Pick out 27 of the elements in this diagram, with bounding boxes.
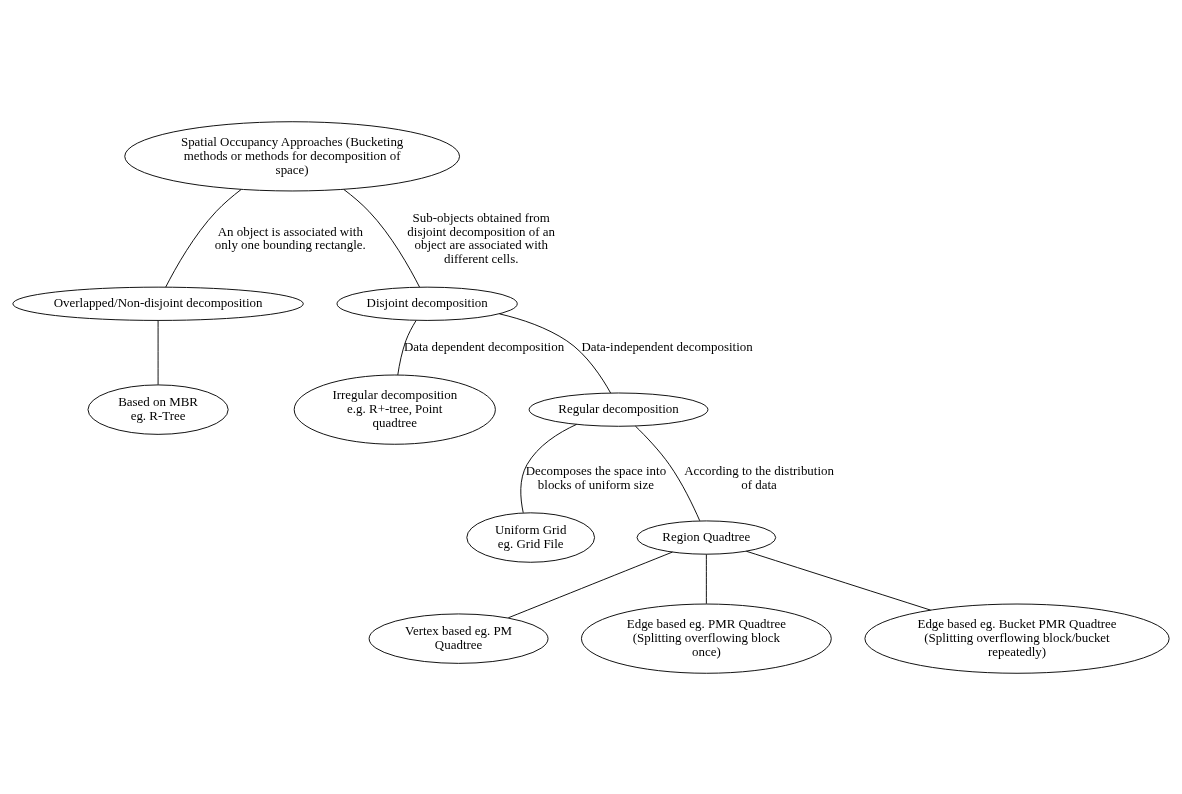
edge-label: An object is associated with only one bounding rectangle.	[214, 223, 366, 252]
connector	[705, 553, 707, 604]
node-ellipse: Disjoint decomposition	[336, 286, 518, 321]
connector	[499, 312, 612, 393]
edge-label: Data-independent decomposition	[581, 338, 753, 354]
edge-label: According to the distribution of data	[684, 462, 834, 492]
node-ellipse: Vertex based eg. PM Quadtree	[368, 612, 549, 664]
connector	[397, 319, 417, 375]
connector	[507, 551, 673, 618]
node-ellipse: Edge based eg. Bucket PMR Quadtree (Splitting overflowing block/bucket repeatedly)	[864, 603, 1170, 674]
edge-label: Decomposes the space into blocks of uniform size	[525, 462, 667, 492]
node-ellipse: Region Quadtree	[636, 519, 777, 555]
edge-label: Data dependent decomposition	[403, 338, 565, 354]
node-ellipse: Uniform Grid eg. Grid File	[466, 511, 596, 563]
connector	[343, 188, 420, 287]
connector	[634, 425, 701, 521]
node-ellipse: Based on MBR eg. R-Tree	[87, 383, 229, 435]
connector	[165, 188, 242, 287]
node-ellipse: Overlapped/Non-disjoint decomposition	[12, 286, 304, 321]
connector	[745, 550, 931, 611]
node-ellipse: Irregular decomposition e.g. R+-tree, Point quadtree	[293, 374, 496, 445]
node-ellipse: Spatial Occupancy Approaches (Bucketing methods or methods for decomposition of space)	[124, 120, 460, 191]
node-ellipse: Edge based eg. PMR Quadtree (Splitting overflowing block once)	[581, 603, 832, 674]
edge-label: Sub-objects obtained from disjoint decomposition of an object are associated with different cells.	[407, 209, 556, 266]
connector	[520, 423, 578, 513]
node-ellipse: Regular decomposition	[528, 392, 709, 427]
connector	[157, 319, 159, 385]
